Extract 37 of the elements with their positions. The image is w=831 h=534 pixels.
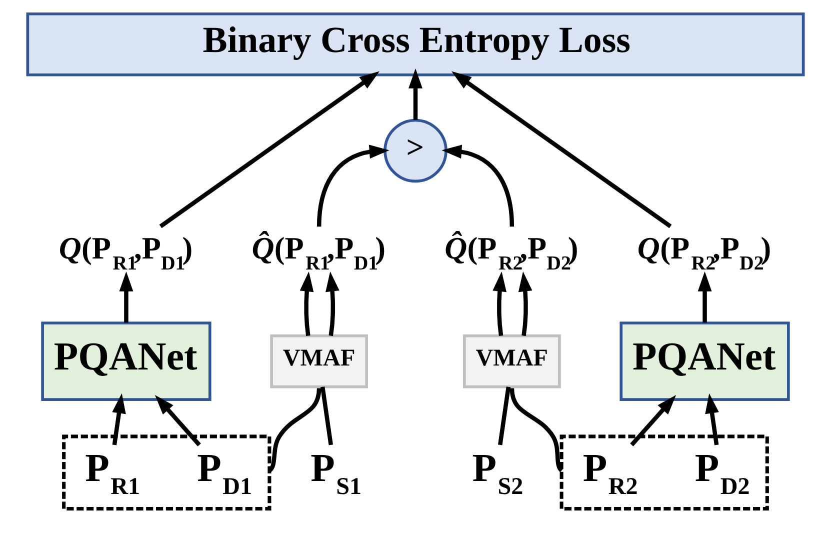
arrow — [698, 271, 712, 323]
node-text: P$_{D2}$ — [694, 446, 750, 500]
node-circle: > — [384, 118, 448, 183]
arrow — [326, 272, 340, 336]
node-box: VMAF — [270, 334, 368, 388]
connector — [268, 388, 322, 472]
node-text: P$_{S2}$ — [472, 446, 524, 500]
node-text: P$_{R1}$ — [85, 446, 140, 500]
arrow — [300, 272, 314, 336]
arrow — [452, 71, 672, 228]
arrow — [159, 71, 380, 228]
arrow — [154, 394, 201, 446]
arrow — [112, 393, 126, 446]
cluster — [560, 434, 769, 511]
node-text: P$_{S1}$ — [310, 446, 362, 500]
connector — [510, 388, 564, 472]
arrow — [442, 144, 514, 227]
arrow — [316, 144, 390, 227]
arrow — [408, 68, 422, 120]
node-text: Q(P$_{R1}$,P$_{D1}$) — [58, 230, 193, 275]
arrow — [630, 394, 676, 446]
node-text: P$_{R2}$ — [582, 446, 638, 500]
arrow — [705, 393, 719, 446]
node-box: PQANet — [620, 322, 790, 401]
arrow — [119, 271, 134, 323]
cluster — [62, 434, 272, 511]
connector — [320, 386, 333, 446]
node-box: Binary Cross Entropy Loss — [26, 12, 805, 76]
node-box: VMAF — [463, 334, 561, 388]
node-box: PQANet — [41, 322, 212, 401]
connector — [498, 386, 511, 446]
arrow — [518, 272, 532, 336]
node-text: Q̂(P$_{R1}$,P$_{D1}$) — [252, 230, 386, 275]
node-text: P$_{D1}$ — [197, 446, 252, 500]
arrow — [492, 272, 507, 336]
node-text: Q(P$_{R2}$,P$_{D2}$) — [637, 230, 772, 275]
node-text: Q̂(P$_{R2}$,P$_{D2}$) — [444, 230, 578, 275]
